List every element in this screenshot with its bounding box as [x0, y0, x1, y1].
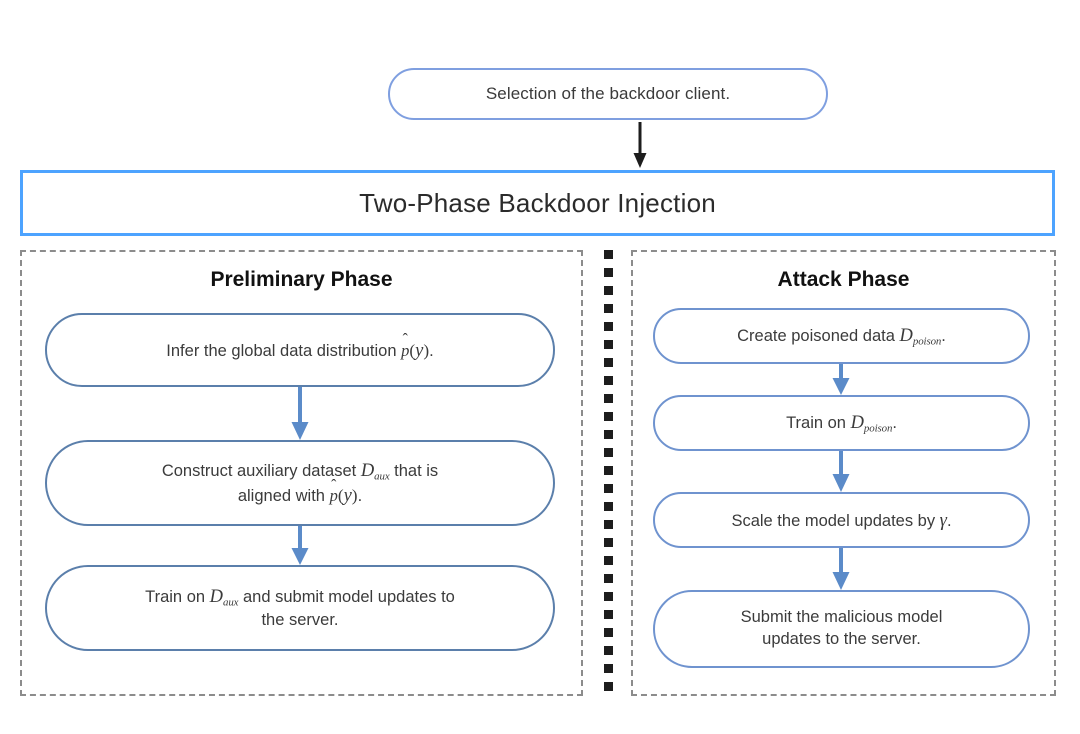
connector-attack-2-to-3-icon [832, 451, 850, 492]
connector-attack-1-to-2-icon [832, 364, 850, 395]
step-construct-auxiliary-dataset: Construct auxiliary dataset Daux that is… [45, 440, 555, 526]
step-scale-model-updates: Scale the model updates by γ. [653, 492, 1030, 548]
entry-node: Selection of the backdoor client. [388, 68, 828, 120]
step-infer-distribution: Infer the global data distribution p(y). [45, 313, 555, 387]
step-create-poisoned-data-label: Create poisoned data Dpoison. [737, 325, 946, 348]
banner-two-phase-backdoor-injection: Two-Phase Backdoor Injection [20, 170, 1055, 236]
step-train-and-submit-label: Train on Daux and submit model updates t… [145, 586, 455, 629]
step-create-poisoned-data: Create poisoned data Dpoison. [653, 308, 1030, 364]
connector-prelim-2-to-3-icon [291, 526, 309, 565]
banner-title: Two-Phase Backdoor Injection [359, 187, 716, 218]
panel-attack-phase-title: Attack Phase [777, 268, 910, 291]
step-train-and-submit: Train on Daux and submit model updates t… [45, 565, 555, 651]
step-train-on-poison: Train on Dpoison. [653, 395, 1030, 451]
panel-preliminary-phase: Preliminary Phase [20, 250, 583, 696]
step-scale-model-updates-label: Scale the model updates by γ. [731, 509, 952, 530]
phase-divider [604, 250, 613, 696]
panel-preliminary-phase-title: Preliminary Phase [210, 268, 393, 291]
entry-node-label: Selection of the backdoor client. [485, 84, 731, 103]
panel-attack-phase: Attack Phase [631, 250, 1056, 696]
connector-attack-3-to-4-icon [832, 548, 850, 590]
step-infer-distribution-label: Infer the global data distribution p(y). [166, 330, 433, 363]
step-construct-auxiliary-dataset-label: Construct auxiliary dataset Daux that is… [162, 458, 438, 509]
connector-entry-to-banner-icon [633, 122, 647, 168]
step-train-on-poison-label: Train on Dpoison. [786, 412, 897, 435]
connector-prelim-1-to-2-icon [291, 387, 309, 440]
